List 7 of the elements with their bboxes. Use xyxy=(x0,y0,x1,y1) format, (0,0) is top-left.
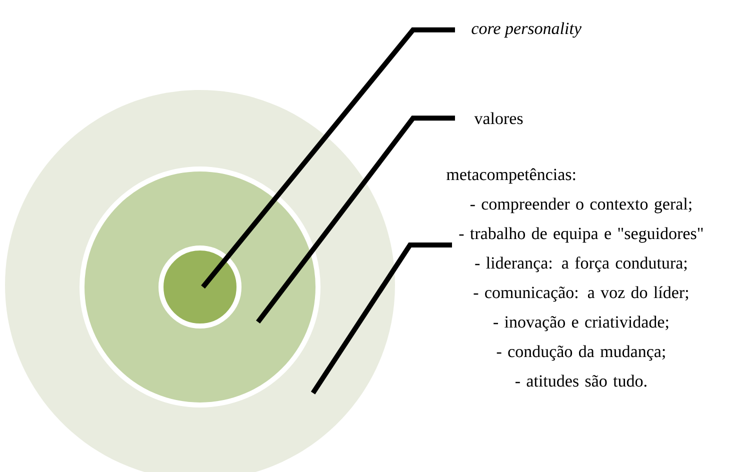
callout-label: valores xyxy=(474,112,523,124)
leader-line xyxy=(201,27,455,289)
competency-list: metacompetências: - compreender o contexto geral; - trabalho de equipa e "seguidores" - liderança: a força condutura; - comunicação: a voz do líder; - inovação e criatividade; - condução da mudança; - atitudes são tudo. xyxy=(446,168,703,387)
leader-line xyxy=(256,116,455,324)
ring-circle xyxy=(158,246,242,328)
callout-label: core personality xyxy=(472,22,582,38)
leader-line xyxy=(310,242,452,394)
